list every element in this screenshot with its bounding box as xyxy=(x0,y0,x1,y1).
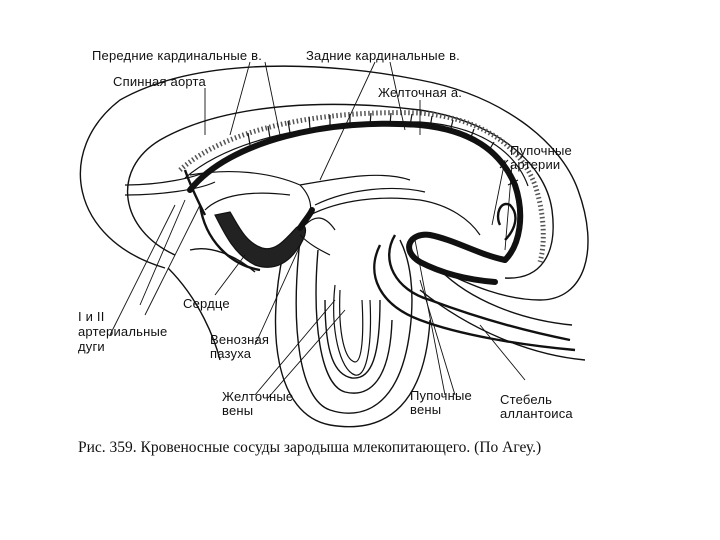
label-arches-line2: артериальные xyxy=(78,324,167,339)
label-umbilical-arteries-line1: Пупочные xyxy=(510,143,572,158)
label-leader-lines xyxy=(109,61,526,399)
label-posterior-cardinal-veins: Задние кардинальные в. xyxy=(306,48,460,63)
cardinal-vein-band xyxy=(178,110,546,263)
label-anterior-cardinal-veins: Передние кардинальные в. xyxy=(92,48,262,63)
label-dorsal-aorta: Спинная аорта xyxy=(113,74,207,89)
dorsal-aorta-vessel xyxy=(187,120,524,263)
label-venous-sinus-line2: пазуха xyxy=(210,346,252,361)
label-allantois-stalk-line1: Стебель xyxy=(500,392,552,407)
posterior-cardinal-vein xyxy=(309,197,481,236)
label-vitelline-veins-line2: вены xyxy=(222,403,253,418)
label-umbilical-veins-line2: вены xyxy=(410,402,441,417)
label-vitelline-artery: Желточная а. xyxy=(378,85,462,100)
label-arches-line3: дуги xyxy=(78,339,105,354)
label-allantois-stalk-line2: аллантоиса xyxy=(500,406,573,421)
label-umbilical-veins-line1: Пупочные xyxy=(410,388,472,403)
anterior-cardinal-vein xyxy=(189,171,312,216)
label-vitelline-veins-line1: Желточные xyxy=(222,389,293,404)
label-heart: Сердце xyxy=(183,296,230,311)
label-venous-sinus-line1: Венозная xyxy=(210,332,269,347)
label-umbilical-arteries-line2: артерии xyxy=(510,157,560,172)
figure-caption: Рис. 359. Кровеносные сосуды зародыша мл… xyxy=(78,439,541,456)
umbilical-arteries xyxy=(406,231,508,285)
label-arches-line1: I и II xyxy=(78,309,105,324)
heart-shape xyxy=(214,211,307,268)
